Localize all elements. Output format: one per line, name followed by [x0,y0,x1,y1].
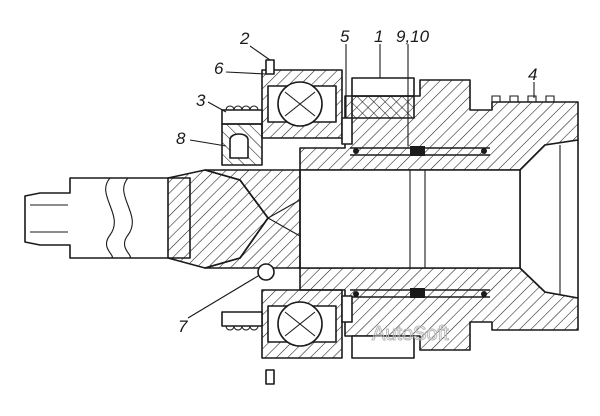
inner-bore [299,169,521,269]
bottom-ball-bearing [261,289,343,359]
input-shaft [24,169,301,269]
callout-2: 2 [239,29,250,48]
callout-8: 8 [176,129,186,148]
leader-lines [187,44,535,319]
watermark: AutoSoft [372,323,449,345]
callout-5: 5 [340,27,350,46]
callout-4: 4 [528,65,537,84]
top-ball-bearing [261,69,343,139]
gear-part-1 [351,77,415,359]
callout-1: 1 [374,27,383,46]
spring-part-3 [221,105,263,331]
callout-3: 3 [196,91,206,110]
sleeve-bushings [350,146,490,298]
callout-9-10: 9,10 [396,27,430,46]
callout-7: 7 [178,317,188,336]
detent-ball-part-7 [257,263,275,281]
seal-part-8 [221,123,263,166]
callouts: 1 2 3 4 5 6 7 8 9,10 [176,27,537,336]
callout-6: 6 [214,59,224,78]
retaining-ring-part-5 [341,117,353,323]
